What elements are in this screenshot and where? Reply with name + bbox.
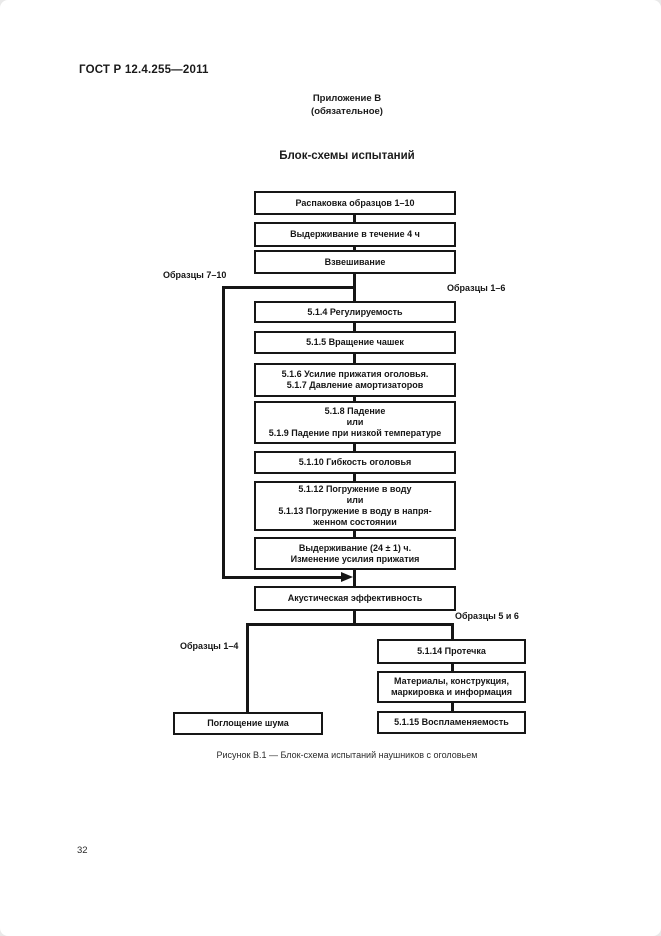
connector-line xyxy=(353,443,356,452)
flow-box-noise-absorption: Поглощение шума xyxy=(173,712,323,735)
label-samples-1-6: Образцы 1–6 xyxy=(447,283,506,293)
flow-box-leakage: 5.1.14 Протечка xyxy=(377,639,526,664)
flow-box-text: Материалы, конструкция, xyxy=(394,676,509,686)
connector-line xyxy=(353,322,356,332)
connector-line xyxy=(222,576,342,579)
flow-box-text: 5.1.4 Регулируемость xyxy=(307,306,403,317)
connector-line xyxy=(246,623,454,626)
flow-box-text: Взвешивание xyxy=(324,256,386,267)
section-title: Блок-схемы испытаний xyxy=(279,150,415,162)
flow-box-text: 5.1.7 Давление амортизаторов xyxy=(286,380,424,390)
arrowhead-icon xyxy=(341,572,353,582)
flow-box-materials-marking: Материалы, конструкция, маркировка и инф… xyxy=(377,671,526,703)
connector-line xyxy=(353,530,356,538)
flow-box-text: Акустическая эффективность xyxy=(287,593,423,603)
flow-box-text: Выдерживание (24 ± 1) ч. xyxy=(298,542,412,553)
flow-box-holding-24h: Выдерживание (24 ± 1) ч. Изменение усили… xyxy=(254,537,456,570)
doc-code: ГОСТ Р 12.4.255—2011 xyxy=(79,64,209,76)
flow-box-text: или xyxy=(346,417,364,427)
flow-box-text: 5.1.10 Гибкость оголовья xyxy=(298,457,412,467)
flow-box-text: 5.1.13 Погружение в воду в напря- xyxy=(278,506,432,516)
flow-box-headband-force: 5.1.6 Усилие прижатия оголовья. 5.1.7 Да… xyxy=(254,363,456,397)
flow-box-water-immersion: 5.1.12 Погружение в воду или 5.1.13 Погр… xyxy=(254,481,456,531)
flow-box-text: 5.1.6 Усилие прижатия оголовья. xyxy=(281,369,429,379)
connector-line xyxy=(353,353,356,364)
connector-line xyxy=(353,569,356,587)
flow-box-text: 5.1.14 Протечка xyxy=(417,646,486,656)
connector-line xyxy=(222,286,355,289)
connector-line xyxy=(222,286,225,579)
label-samples-5-6: Образцы 5 и 6 xyxy=(455,611,519,621)
appendix-heading-block: Приложение В (обязательное) xyxy=(231,92,463,118)
flow-box-flammability: 5.1.15 Воспламеняемость xyxy=(377,711,526,734)
flow-box-cup-rotation: 5.1.5 Вращение чашек xyxy=(254,331,456,354)
flow-box-adjustability: 5.1.4 Регулируемость xyxy=(254,301,456,323)
flow-box-text: Выдерживание в течение 4 ч xyxy=(290,229,420,239)
appendix-note: (обязательное) xyxy=(311,106,383,117)
flow-box-text: или xyxy=(346,495,364,505)
flow-box-drop-test: 5.1.8 Падение или 5.1.9 Падение при низк… xyxy=(254,401,456,444)
flow-box-conditioning-4h: Выдерживание в течение 4 ч xyxy=(254,222,456,247)
flow-box-text: Распаковка образцов 1–10 xyxy=(295,197,415,208)
figure-caption: Рисунок В.1 — Блок-схема испытаний наушн… xyxy=(216,750,478,760)
flow-box-text: 5.1.12 Погружение в воду xyxy=(298,484,412,494)
appendix-heading: Приложение В xyxy=(312,93,382,104)
connector-line xyxy=(353,473,356,482)
connector-line xyxy=(451,623,454,640)
flow-box-acoustic-efficiency: Акустическая эффективность xyxy=(254,586,456,611)
connector-line xyxy=(353,396,356,402)
page-number: 32 xyxy=(77,845,88,856)
flow-box-weighing: Взвешивание xyxy=(254,250,456,274)
connector-line xyxy=(353,610,356,626)
flow-box-text: женном состоянии xyxy=(313,517,397,527)
flow-box-text: маркировка и информация xyxy=(390,687,513,697)
connector-line xyxy=(353,214,356,223)
flow-box-unpacking: Распаковка образцов 1–10 xyxy=(254,191,456,215)
flow-box-headband-flexibility: 5.1.10 Гибкость оголовья xyxy=(254,451,456,474)
label-samples-1-4: Образцы 1–4 xyxy=(180,641,239,651)
flow-box-text: Изменение усилия прижатия xyxy=(290,553,420,564)
connector-line xyxy=(451,662,454,672)
connector-line xyxy=(246,623,249,713)
connector-line xyxy=(451,702,454,713)
flow-box-text: Поглощение шума xyxy=(207,718,289,728)
connector-line xyxy=(353,246,356,251)
label-samples-7-10: Образцы 7–10 xyxy=(163,270,227,280)
flow-box-text: 5.1.8 Падение xyxy=(324,406,386,416)
flow-box-text: 5.1.15 Воспламеняемость xyxy=(394,717,509,727)
flow-box-text: 5.1.9 Падение при низкой температуре xyxy=(268,428,442,438)
flow-box-text: 5.1.5 Вращение чашек xyxy=(306,337,404,347)
